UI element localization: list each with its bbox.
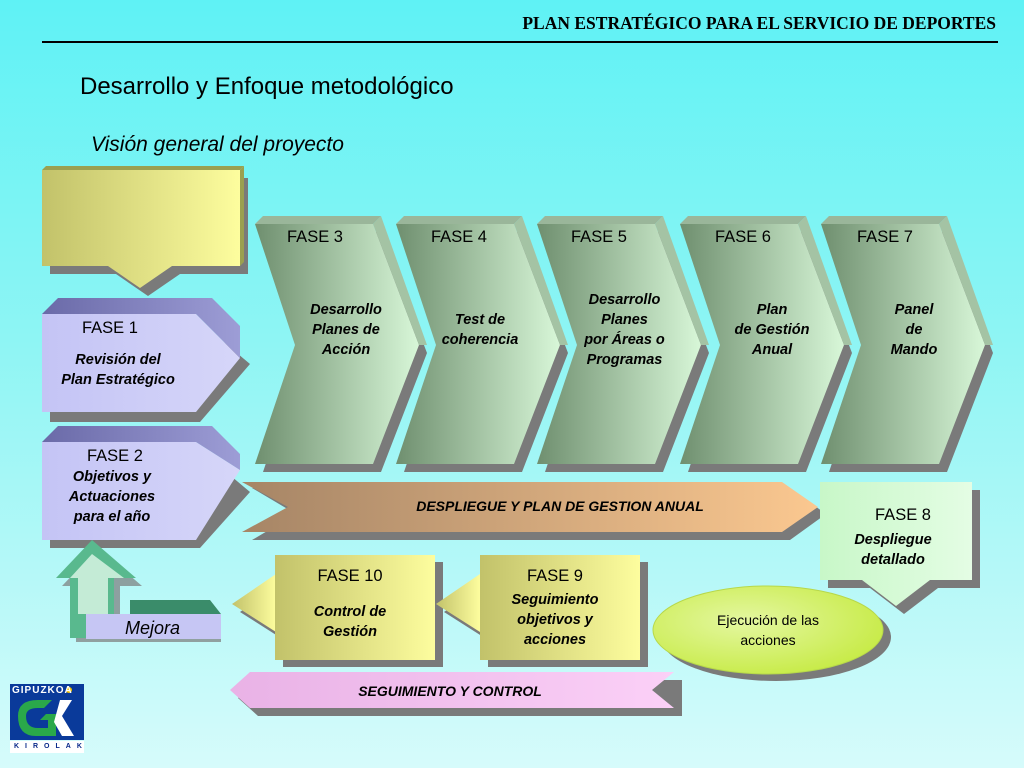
fase10-shape bbox=[232, 555, 443, 667]
fase4-line2: coherencia bbox=[441, 332, 519, 348]
ejecucion-line1: Ejecución de las bbox=[717, 612, 819, 628]
fase7-line3: Mando bbox=[890, 342, 938, 358]
fase9-shape bbox=[436, 555, 648, 667]
fase10-title: FASE 10 bbox=[317, 567, 383, 585]
phase-chevrons bbox=[255, 216, 993, 472]
gipuzkoa-logo bbox=[10, 684, 84, 753]
header-title: PLAN ESTRATÉGICO PARA EL SERVICIO DE DEP… bbox=[522, 13, 996, 33]
header-rule bbox=[42, 41, 998, 43]
fase6-line1: Plan bbox=[756, 302, 788, 318]
page-title: Desarrollo y Enfoque metodológico bbox=[80, 73, 454, 100]
fase2-line3: para el año bbox=[73, 509, 151, 525]
fase9-line1: Seguimiento bbox=[511, 592, 599, 608]
fase5-line3: por Áreas o bbox=[584, 332, 665, 348]
fase8-title: FASE 8 bbox=[875, 506, 931, 524]
fase5-line4: Programas bbox=[586, 352, 663, 368]
top-entry-shape bbox=[42, 166, 248, 296]
fase9-line2: objetivos y bbox=[517, 612, 593, 628]
fase2-line2: Actuaciones bbox=[68, 489, 156, 505]
fase9-line3: acciones bbox=[523, 632, 587, 648]
fase8-line2: detallado bbox=[861, 552, 925, 568]
seguimiento-banner-shape bbox=[230, 672, 682, 716]
page-subtitle: Visión general del proyecto bbox=[91, 133, 344, 156]
fase8-line1: Despliegue bbox=[854, 532, 932, 548]
fase6-line2: de Gestión bbox=[734, 322, 810, 338]
fase7-line2: de bbox=[905, 322, 923, 338]
fase7-title: FASE 7 bbox=[857, 228, 913, 246]
mejora-loop-arrow bbox=[56, 540, 221, 642]
fase10-line1: Control de bbox=[313, 604, 387, 620]
mejora-label: Mejora bbox=[124, 618, 181, 638]
fase8-shape bbox=[820, 482, 980, 614]
fase4-line1: Test de bbox=[454, 312, 506, 328]
seguimiento-banner-label: SEGUIMIENTO Y CONTROL bbox=[358, 683, 542, 699]
fase1-shape bbox=[42, 298, 250, 422]
fase5-line1: Desarrollo bbox=[588, 292, 661, 308]
fase2-title: FASE 2 bbox=[87, 447, 143, 465]
fase3-line3: Acción bbox=[321, 342, 371, 358]
fase6-title: FASE 6 bbox=[715, 228, 771, 246]
fase3-title: FASE 3 bbox=[287, 228, 343, 246]
fase2-shape bbox=[42, 426, 250, 548]
logo-bottom-text: KIROLAK bbox=[14, 743, 88, 750]
despliegue-banner-label: DESPLIEGUE Y PLAN DE GESTION ANUAL bbox=[416, 498, 704, 514]
fase3-line1: Desarrollo bbox=[310, 302, 382, 318]
fase2-line1: Objetivos y bbox=[72, 469, 152, 485]
fase6-line3: Anual bbox=[751, 342, 793, 358]
fase5-line2: Planes bbox=[601, 312, 648, 328]
ejecucion-line2: acciones bbox=[740, 632, 796, 648]
logo-top-text: GIPUZKOA bbox=[12, 685, 73, 696]
fase7-line1: Panel bbox=[894, 302, 934, 318]
fase4-title: FASE 4 bbox=[431, 228, 487, 246]
fase3-line2: Planes de bbox=[312, 322, 380, 338]
fase1-line2: Plan Estratégico bbox=[61, 372, 175, 388]
fase1-line1: Revisión del bbox=[75, 352, 161, 368]
fase5-title: FASE 5 bbox=[571, 228, 627, 246]
fase1-title: FASE 1 bbox=[82, 319, 138, 337]
fase9-title: FASE 9 bbox=[527, 567, 583, 585]
despliegue-banner-shape bbox=[242, 482, 826, 540]
fase10-line2: Gestión bbox=[323, 624, 377, 640]
ejecucion-ellipse bbox=[652, 585, 891, 681]
